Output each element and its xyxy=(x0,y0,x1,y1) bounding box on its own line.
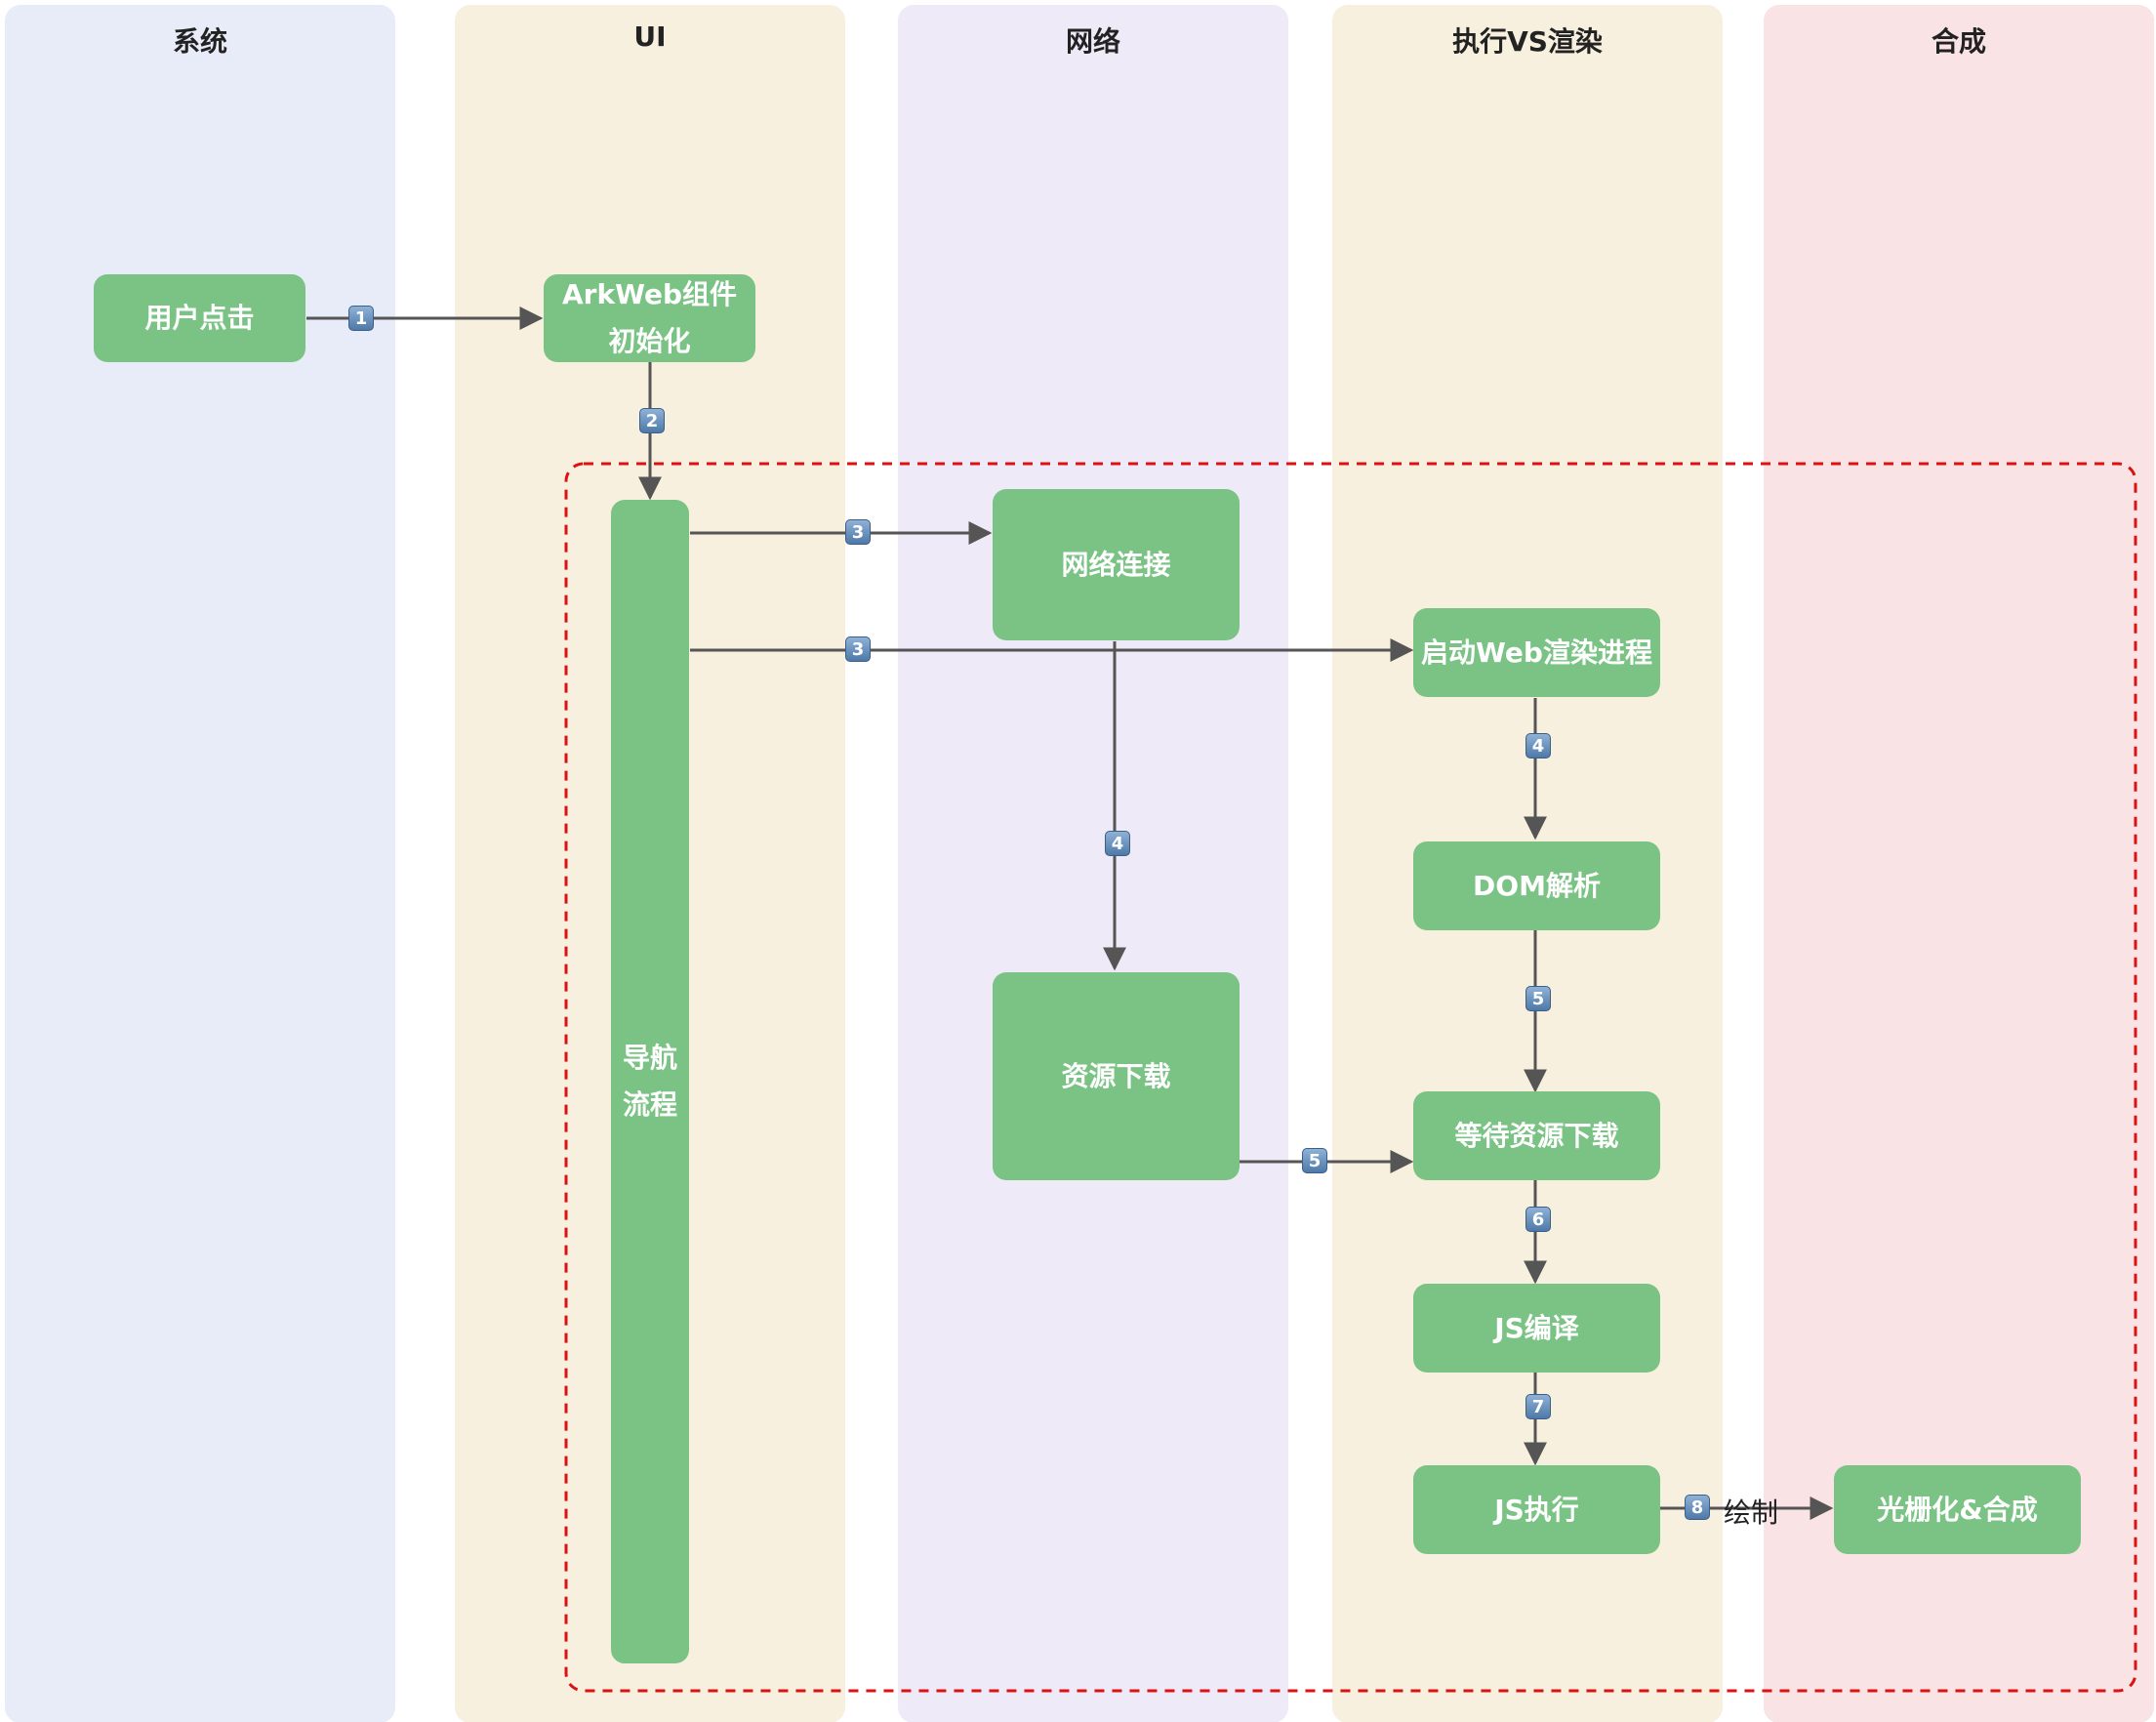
edge-label-draw: 绘制 xyxy=(1724,1496,1779,1529)
lane-title-ui: UI xyxy=(633,20,667,53)
node-navigation-line2: 流程 xyxy=(622,1088,677,1121)
node-navigation-flow[interactable]: 导航 流程 xyxy=(611,500,689,1663)
step-badge-3a: 3 xyxy=(845,519,871,545)
node-network-connect-label: 网络连接 xyxy=(1061,548,1171,581)
step-badge-6: 6 xyxy=(1525,1207,1551,1232)
node-js-exec[interactable]: JS执行 xyxy=(1413,1465,1660,1554)
lane-title-network: 网络 xyxy=(1065,25,1120,58)
node-arkweb-init-line1: ArkWeb组件 xyxy=(561,278,738,310)
node-wait-download-label: 等待资源下载 xyxy=(1454,1119,1619,1152)
step-badge-3b: 3 xyxy=(845,636,871,662)
node-dom-parse[interactable]: DOM解析 xyxy=(1413,841,1660,930)
node-network-connect[interactable]: 网络连接 xyxy=(993,489,1240,640)
lane-compose: 合成 xyxy=(1764,5,2154,1722)
step-badge-8: 8 xyxy=(1685,1495,1710,1520)
step-badge-2: 2 xyxy=(639,408,665,433)
lane-network: 网络 xyxy=(898,5,1288,1722)
node-start-render-process-label: 启动Web渲染进程 xyxy=(1421,636,1652,669)
node-user-click[interactable]: 用户点击 xyxy=(94,274,305,362)
lane-title-compose: 合成 xyxy=(1931,25,1986,58)
step-badge-4b: 4 xyxy=(1525,733,1551,758)
node-resource-download-label: 资源下载 xyxy=(1061,1059,1171,1092)
node-arkweb-init-line2: 初始化 xyxy=(608,325,691,357)
node-raster-compose[interactable]: 光栅化&合成 xyxy=(1834,1465,2081,1554)
navigation-scope-dashed-box xyxy=(564,462,2137,1693)
step-badge-5b: 5 xyxy=(1302,1148,1327,1173)
node-start-render-process[interactable]: 启动Web渲染进程 xyxy=(1413,608,1660,697)
node-js-compile-label: JS编译 xyxy=(1494,1311,1579,1344)
node-wait-download[interactable]: 等待资源下载 xyxy=(1413,1091,1660,1180)
lane-title-exec-render: 执行VS渲染 xyxy=(1452,25,1603,58)
lane-title-system: 系统 xyxy=(172,25,227,58)
node-navigation-line1: 导航 xyxy=(622,1042,677,1074)
node-js-compile[interactable]: JS编译 xyxy=(1413,1284,1660,1373)
node-js-exec-label: JS执行 xyxy=(1494,1493,1579,1526)
step-badge-5a: 5 xyxy=(1525,986,1551,1011)
step-badge-1: 1 xyxy=(348,306,374,331)
step-badge-7: 7 xyxy=(1525,1394,1551,1419)
node-arkweb-init[interactable]: ArkWeb组件 初始化 xyxy=(544,274,755,362)
step-badge-4a: 4 xyxy=(1105,831,1130,856)
node-user-click-label: 用户点击 xyxy=(144,302,255,334)
node-resource-download[interactable]: 资源下载 xyxy=(993,972,1240,1180)
node-dom-parse-label: DOM解析 xyxy=(1473,869,1601,902)
node-raster-compose-label: 光栅化&合成 xyxy=(1877,1493,2038,1526)
